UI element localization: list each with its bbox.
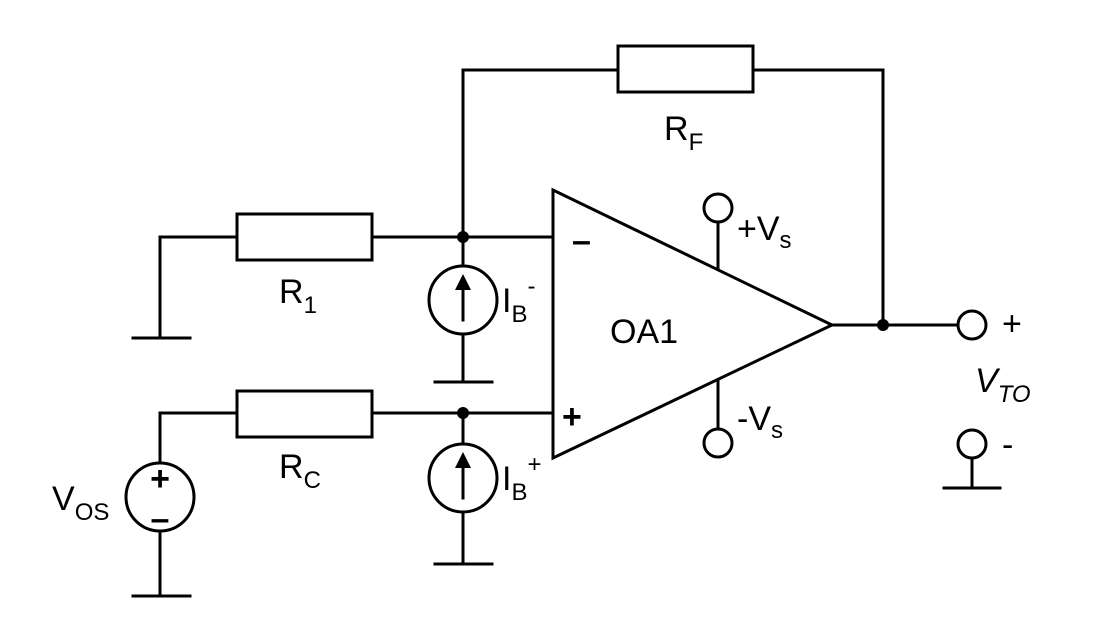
r1-label: R1: [279, 273, 317, 319]
arrow-up-icon: [455, 452, 471, 468]
resistor-r1: [235, 212, 374, 262]
ib-plus-current-source: [427, 411, 499, 566]
output-ground-terminal: [942, 428, 1002, 490]
feedback-path: [461, 44, 885, 327]
vos-voltage-source: + –: [124, 460, 196, 598]
vs-negative-label: -Vs: [737, 400, 783, 444]
ib-minus-label: IB-: [502, 273, 535, 328]
vos-label: VOS: [52, 480, 109, 526]
rc-label: RC: [279, 448, 321, 494]
inverting-input-sign: –: [572, 222, 591, 260]
opamp-label: OA1: [610, 313, 678, 351]
vs-positive-label: +Vs: [737, 210, 792, 254]
junction-dot: [457, 231, 469, 243]
output-terminal: [830, 309, 988, 341]
ib-plus-label: IB+: [502, 451, 541, 506]
resistor-rc: [235, 389, 374, 439]
vto-label: VTO: [975, 362, 1031, 408]
noninverting-input-sign: +: [562, 398, 582, 436]
vto-plus-sign: +: [1002, 305, 1022, 343]
arrow-up-icon: [455, 274, 471, 290]
rc-branch: [158, 389, 555, 465]
negative-supply-pin: [702, 379, 734, 459]
rf-label: RF: [664, 110, 703, 156]
resistor-rf: [616, 44, 755, 94]
junction-dot: [457, 407, 469, 419]
vto-minus-sign: -: [1002, 426, 1013, 464]
positive-supply-pin: [702, 192, 734, 270]
vos-plus-sign: +: [150, 460, 170, 498]
vos-minus-sign: –: [151, 500, 170, 538]
op-amp-oa1: – + OA1: [551, 187, 836, 461]
ib-minus-current-source: [427, 235, 499, 384]
